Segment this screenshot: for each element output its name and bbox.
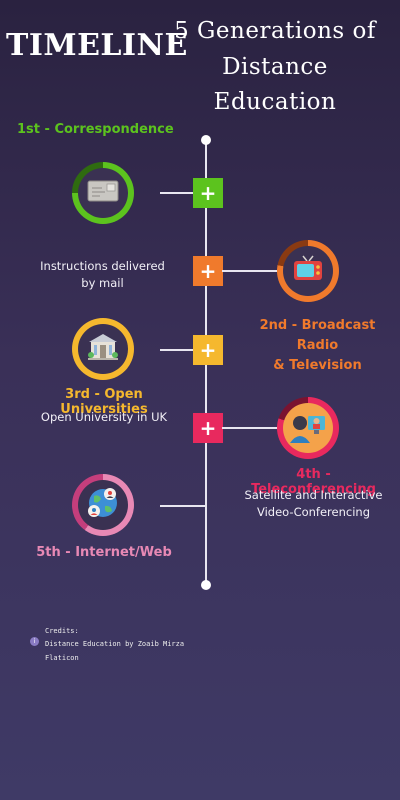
- item-4-description-line-2: Video-Conferencing: [256, 505, 370, 520]
- subtitle-line-2: Distance Education: [213, 53, 337, 116]
- item-2-icon-circle: [277, 240, 339, 302]
- credits-info-icon: i: [30, 637, 39, 646]
- item-2-connector: [222, 270, 278, 272]
- item-3-connector: [160, 349, 194, 351]
- item-3-icon-circle: [72, 318, 134, 380]
- page-subtitle: 5 Generations of Distance Education: [170, 14, 380, 121]
- item-2-heading: 2nd - Broadcast Radio & Television: [240, 316, 395, 376]
- credits-line-2: Flaticon: [45, 653, 79, 662]
- item-5-heading: 5th - Internet/Web: [36, 545, 172, 560]
- item-3-description: Open University in UK: [40, 410, 168, 424]
- globe-network-icon: [84, 484, 122, 526]
- item-4-description-line-1: Satellite and Interactive: [244, 488, 383, 502]
- item-4-description: Satellite and Interactive Video-Conferen…: [236, 487, 391, 522]
- item-2-heading-line-2: & Television: [273, 358, 362, 374]
- university-building-icon: [85, 331, 121, 367]
- item-4-heading: 4th - Teleconferencing: [251, 467, 376, 497]
- envelope-icon: [85, 177, 121, 209]
- item-1-icon-circle: [72, 162, 134, 224]
- subtitle-line-1: 5 Generations of: [174, 18, 376, 44]
- item-1-heading: 1st - Correspondence: [17, 122, 174, 137]
- item-1-description: Instructions delivered by mail: [40, 259, 165, 291]
- item-4-icon-circle: [277, 397, 339, 459]
- timeline-end-dot: [201, 580, 211, 590]
- item-4-connector: [222, 427, 278, 429]
- timeline-start-dot: [201, 135, 211, 145]
- credits-block: Credits: Distance Education by Zoaib Mir…: [45, 625, 184, 665]
- item-5-icon-circle: [72, 474, 134, 536]
- item-4-expand-button[interactable]: +: [193, 413, 223, 443]
- item-1-expand-button[interactable]: +: [193, 178, 223, 208]
- item-3-expand-button[interactable]: +: [193, 335, 223, 365]
- item-1-connector: [160, 192, 194, 194]
- item-3-heading: 3rd - Open Universities: [60, 387, 148, 417]
- television-icon: [291, 254, 325, 288]
- item-2-heading-line-1: 2nd - Broadcast Radio: [259, 318, 376, 354]
- item-5-connector: [160, 505, 206, 507]
- item-2-expand-button[interactable]: +: [193, 256, 223, 286]
- credits-line-1: Distance Education by Zoaib Mirza: [45, 640, 185, 649]
- video-conference-icon: [288, 409, 328, 447]
- page-title: TIMELINE: [6, 28, 188, 63]
- credits-label: Credits:: [45, 627, 79, 635]
